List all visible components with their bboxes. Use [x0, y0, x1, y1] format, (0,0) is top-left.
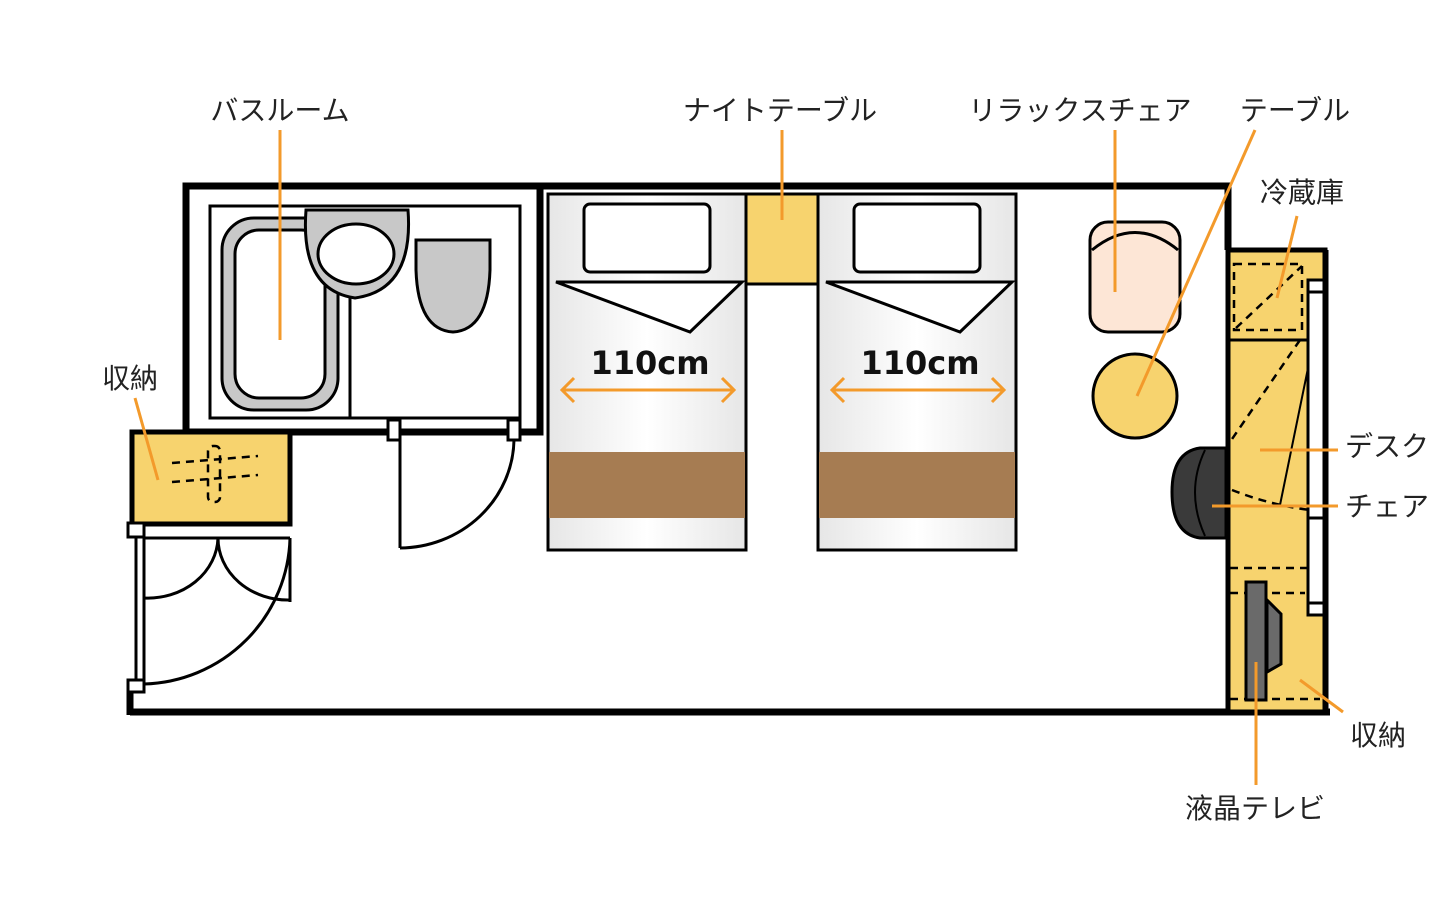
- window: [1306, 278, 1326, 617]
- entrance-door[interactable]: [126, 521, 292, 694]
- label-fridge: 冷蔵庫: [1260, 176, 1344, 209]
- round-table: [1091, 352, 1179, 440]
- label-table: テーブル: [1240, 94, 1350, 127]
- storage-left: [129, 429, 293, 527]
- label-chair: チェア: [1345, 490, 1429, 523]
- label-bathroom: バスルーム: [210, 94, 349, 127]
- label-tv: 液晶テレビ: [1185, 792, 1325, 825]
- toilet: [414, 238, 492, 334]
- pillow: [852, 202, 982, 274]
- label-storage-left: 収納: [102, 362, 158, 395]
- label-relax-chair: リラックスチェア: [968, 94, 1191, 127]
- leader-lines: [133, 129, 1344, 785]
- tv: [1244, 580, 1283, 702]
- label-desk: デスク: [1345, 430, 1429, 463]
- desk-chair: [1170, 446, 1228, 540]
- bed-width-label: 110cm: [860, 344, 979, 382]
- desk-cabinet: [1225, 247, 1328, 715]
- bathroom-door[interactable]: [398, 439, 516, 550]
- bed-width-label: 110cm: [590, 344, 709, 382]
- bed-2: 110cm: [816, 192, 1018, 552]
- label-storage-right: 収納: [1350, 719, 1406, 752]
- fridge: [1232, 262, 1304, 332]
- label-night-table: ナイトテーブル: [683, 94, 877, 127]
- pillow: [582, 202, 712, 274]
- bed-1: 110cm: [546, 192, 748, 552]
- relax-chair: [1088, 220, 1182, 334]
